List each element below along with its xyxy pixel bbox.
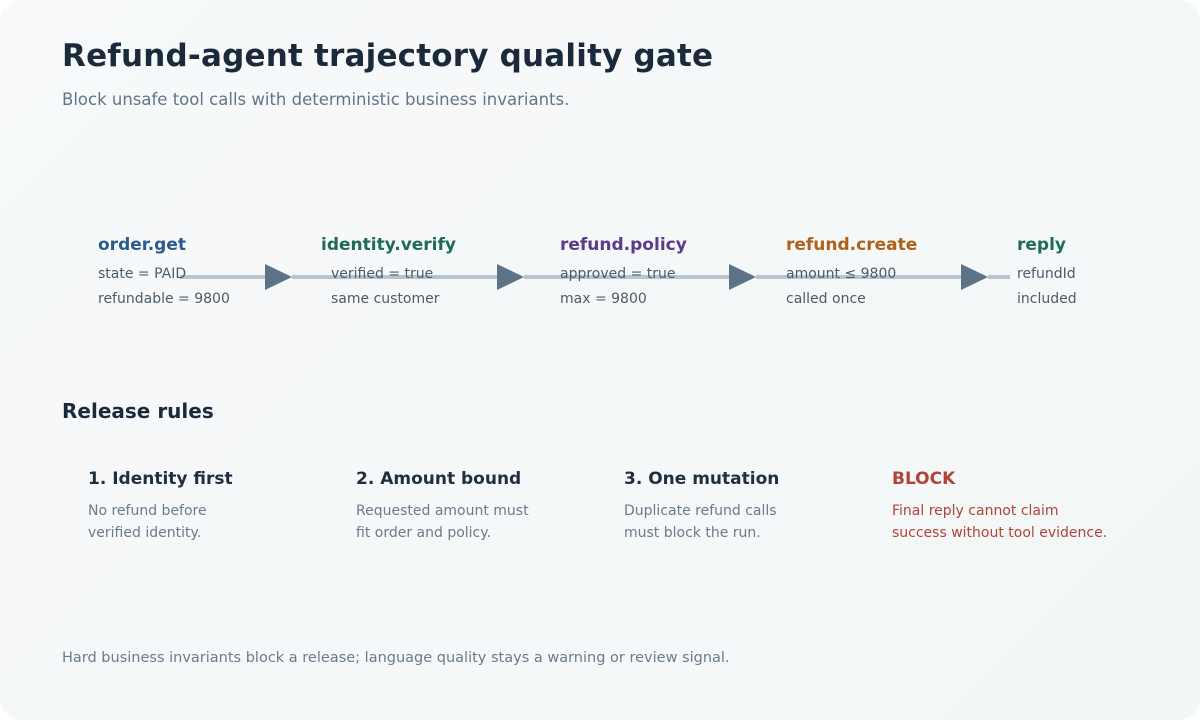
rule-block: BLOCK Final reply cannot claim success w… [892, 468, 1107, 544]
rule-text: No refund before [88, 503, 207, 519]
step-detail: approved = true [560, 266, 676, 282]
step-name: refund.create [786, 235, 918, 255]
flow-step-reply: reply refundId included [1017, 234, 1077, 312]
step-detail: refundable = 9800 [98, 291, 230, 307]
rule-text: Requested amount must [356, 503, 529, 519]
arrowhead-1-icon [265, 264, 292, 290]
rule-identity-first: 1. Identity first No refund before verif… [88, 468, 233, 544]
arrowhead-3-icon [729, 264, 756, 290]
flow-step-refund-create: refund.create amount ≤ 9800 called once [786, 234, 917, 312]
step-detail: amount ≤ 9800 [786, 266, 897, 282]
flow-step-order-get: order.get state = PAID refundable = 9800 [98, 234, 230, 312]
step-name: reply [1017, 235, 1066, 255]
release-rules-heading: Release rules [62, 399, 214, 423]
arrowhead-4-icon [961, 264, 988, 290]
rule-title: 2. Amount bound [356, 469, 522, 489]
step-name: refund.policy [560, 235, 687, 255]
rule-title: BLOCK [892, 469, 956, 489]
page-title: Refund-agent trajectory quality gate [62, 38, 714, 74]
page-subtitle: Block unsafe tool calls with determinist… [62, 90, 570, 109]
rule-amount-bound: 2. Amount bound Requested amount must fi… [356, 468, 529, 544]
rule-title: 1. Identity first [88, 469, 233, 489]
flow-step-refund-policy: refund.policy approved = true max = 9800 [560, 234, 687, 312]
rule-text: must block the run. [624, 525, 761, 541]
arrowhead-2-icon [497, 264, 524, 290]
flow-step-identity-verify: identity.verify verified = true same cus… [321, 234, 456, 312]
rule-text: Final reply cannot claim [892, 503, 1059, 519]
rule-one-mutation: 3. One mutation Duplicate refund calls m… [624, 468, 779, 544]
step-detail: same customer [331, 291, 440, 307]
step-detail: max = 9800 [560, 291, 647, 307]
step-detail: refundId [1017, 266, 1076, 282]
step-detail: verified = true [331, 266, 434, 282]
step-name: order.get [98, 235, 187, 255]
rule-text: fit order and policy. [356, 525, 491, 541]
footer-note: Hard business invariants block a release… [62, 650, 730, 666]
rule-text: Duplicate refund calls [624, 503, 777, 519]
rule-title: 3. One mutation [624, 469, 780, 489]
rule-text: verified identity. [88, 525, 202, 541]
step-detail: state = PAID [98, 266, 187, 282]
rule-text: success without tool evidence. [892, 525, 1108, 541]
step-detail: called once [786, 291, 866, 307]
step-name: identity.verify [321, 235, 456, 255]
step-detail: included [1017, 291, 1077, 307]
